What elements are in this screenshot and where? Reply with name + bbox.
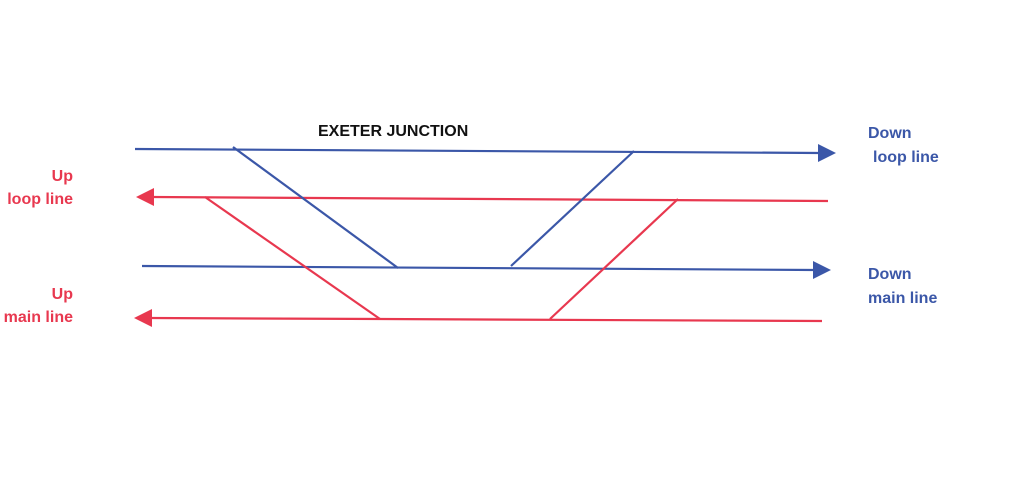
up-loop-label-line1: Up — [52, 168, 74, 185]
down-crossover-right — [510, 150, 635, 267]
up-main-line — [149, 316, 823, 323]
up-crossover-left — [204, 196, 381, 320]
down-crossover-left — [232, 146, 399, 269]
down-main-arrow — [813, 261, 831, 279]
up-crossover-right — [549, 198, 679, 320]
up-loop-label-line2: loop line — [7, 191, 73, 208]
down-main-line — [141, 264, 816, 272]
up-main-arrow — [134, 309, 152, 327]
up-loop-arrow — [136, 188, 154, 206]
down-loop-arrow — [818, 144, 836, 162]
down-loop-label-line2: loop line — [873, 149, 939, 166]
diagram-title: EXETER JUNCTION — [318, 123, 468, 140]
down-loop-line — [134, 147, 821, 155]
down-main-label-line1: Down — [868, 266, 912, 283]
up-main-label-line1: Up — [52, 286, 74, 303]
up-loop-line — [151, 195, 829, 203]
up-main-label-line2: main line — [4, 309, 73, 326]
down-main-label-line2: main line — [868, 290, 937, 307]
down-loop-label-line1: Down — [868, 125, 912, 142]
